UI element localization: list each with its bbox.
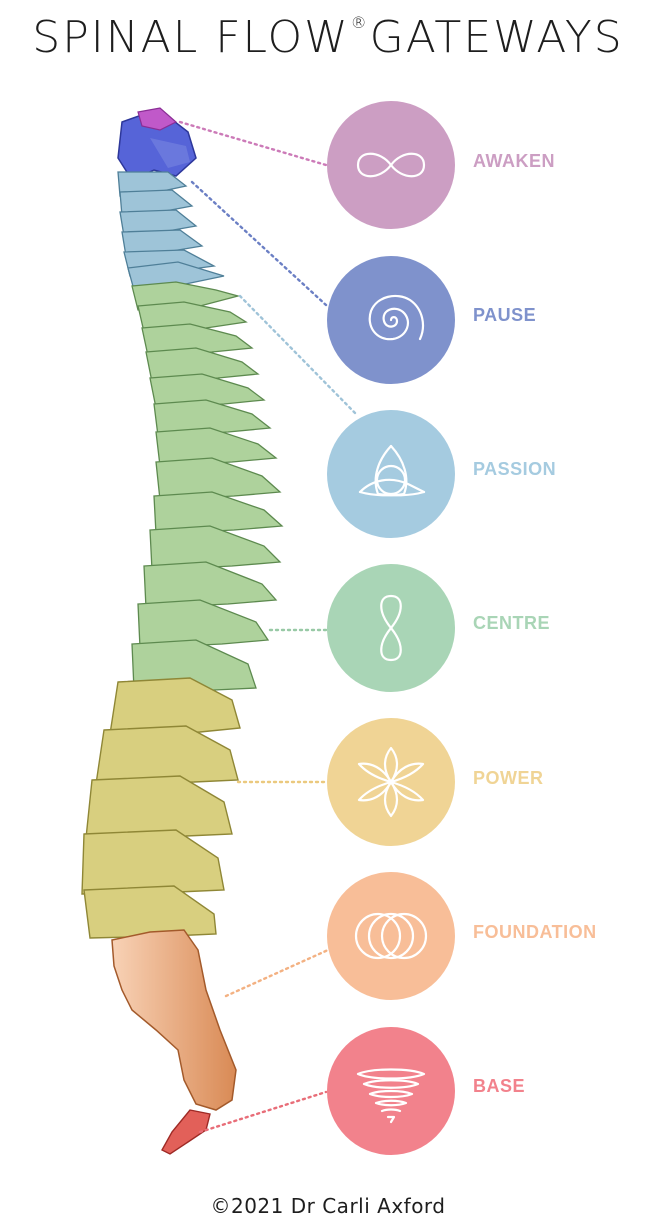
infinity-icon	[356, 152, 426, 178]
page-title: SPINAL FLOW®GATEWAYS	[0, 12, 656, 63]
title-main: SPINAL FLOW	[32, 12, 350, 63]
gateway-circles	[327, 101, 455, 1155]
spine-illustration	[81, 107, 284, 1155]
flower-icon	[357, 746, 425, 818]
atlas-vertebra	[117, 107, 197, 181]
registered-mark: ®	[350, 13, 369, 32]
connector-foundation	[224, 948, 330, 998]
gateway-label-base: BASE	[473, 1076, 526, 1096]
coccyx	[161, 1109, 211, 1155]
triquetra-icon	[358, 444, 426, 497]
sacrum	[111, 929, 237, 1111]
connector-pause	[190, 180, 328, 307]
vortex-icon	[356, 1068, 426, 1124]
gateway-circle-foundation	[327, 872, 455, 1000]
cervical-vertebrae	[117, 171, 225, 291]
gateway-circle-passion	[327, 410, 455, 538]
gateway-label-passion: PASSION	[473, 459, 557, 479]
lumbar-vertebrae	[81, 677, 241, 939]
figure-eight-icon	[380, 594, 402, 662]
connector-passion	[238, 294, 358, 416]
connector-lines	[178, 120, 358, 1134]
connector-awaken	[178, 120, 328, 167]
gateway-label-foundation: FOUNDATION	[473, 922, 597, 942]
connector-base	[198, 1090, 328, 1134]
title-sub: GATEWAYS	[369, 12, 624, 63]
spiral-icon	[368, 294, 425, 341]
gateway-label-centre: CENTRE	[473, 613, 551, 633]
thoracic-vertebrae	[131, 281, 284, 691]
gateway-label-awaken: AWAKEN	[473, 151, 556, 171]
gateway-label-pause: PAUSE	[473, 305, 537, 325]
copyright-footer: ©2021 Dr Carli Axford	[210, 1194, 446, 1218]
interlocking-rings-icon	[354, 912, 428, 960]
gateway-label-power: POWER	[473, 768, 544, 788]
